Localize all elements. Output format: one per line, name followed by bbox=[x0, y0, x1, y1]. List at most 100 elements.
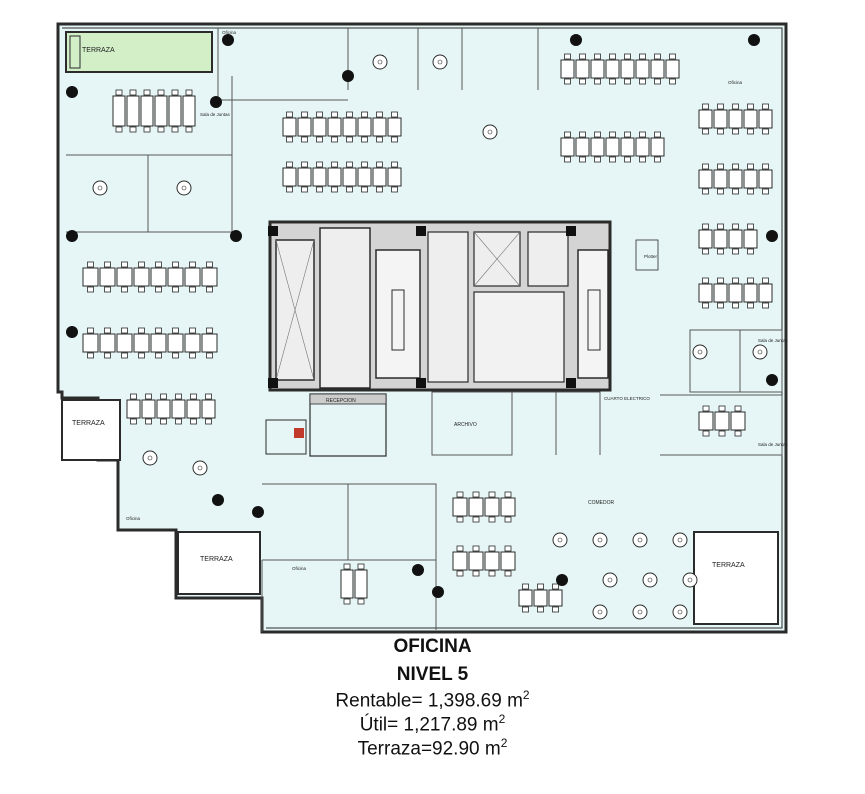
office-label: Oficina bbox=[126, 516, 141, 521]
desk bbox=[650, 53, 665, 85]
column bbox=[66, 86, 78, 98]
desk bbox=[116, 327, 133, 359]
terrace-bottom-right: TERRAZA bbox=[693, 531, 779, 625]
table bbox=[372, 54, 388, 70]
column bbox=[412, 564, 424, 576]
table bbox=[142, 450, 158, 466]
desk bbox=[357, 111, 372, 143]
column bbox=[230, 230, 242, 242]
table bbox=[692, 344, 708, 360]
desk bbox=[575, 131, 590, 163]
desk bbox=[387, 161, 402, 193]
desk bbox=[713, 163, 728, 195]
terrace-label: TERRAZA bbox=[82, 47, 115, 54]
desk bbox=[126, 89, 140, 133]
structural-columns bbox=[66, 34, 778, 598]
desk bbox=[728, 163, 743, 195]
archive-label: ARCHIVO bbox=[454, 422, 477, 428]
terrace-label: TERRAZA bbox=[72, 420, 105, 427]
desk bbox=[698, 405, 714, 437]
office-label: Oficina bbox=[222, 30, 237, 35]
desk bbox=[698, 163, 713, 195]
desk bbox=[171, 393, 186, 425]
desk bbox=[327, 161, 342, 193]
desk bbox=[758, 277, 773, 309]
desk bbox=[575, 53, 590, 85]
desk bbox=[156, 393, 171, 425]
desk bbox=[354, 563, 368, 605]
desk bbox=[758, 163, 773, 195]
table bbox=[642, 572, 658, 588]
desk bbox=[713, 277, 728, 309]
desk bbox=[605, 131, 620, 163]
desk bbox=[112, 89, 126, 133]
desk bbox=[468, 491, 484, 523]
meeting-room-label: Sala de Juntas bbox=[758, 442, 789, 447]
desk bbox=[620, 53, 635, 85]
desk bbox=[605, 53, 620, 85]
column bbox=[222, 34, 234, 46]
workstation-desks bbox=[82, 53, 773, 613]
desk bbox=[665, 53, 680, 85]
desk bbox=[452, 545, 468, 577]
desk bbox=[140, 89, 154, 133]
table bbox=[632, 532, 648, 548]
desk bbox=[484, 545, 500, 577]
column bbox=[66, 326, 78, 338]
desk bbox=[650, 131, 665, 163]
desk bbox=[743, 223, 758, 255]
column bbox=[556, 574, 568, 586]
desk bbox=[342, 111, 357, 143]
column bbox=[342, 70, 354, 82]
column bbox=[570, 34, 582, 46]
terrace-bottom-left: TERRAZA bbox=[177, 531, 261, 595]
terrace-label: TERRAZA bbox=[712, 562, 745, 569]
plan-title: OFICINA bbox=[393, 636, 472, 657]
desk bbox=[201, 261, 218, 293]
desk bbox=[743, 103, 758, 135]
table bbox=[552, 532, 568, 548]
desk bbox=[728, 277, 743, 309]
desk bbox=[698, 103, 713, 135]
column bbox=[432, 586, 444, 598]
table bbox=[432, 54, 448, 70]
desk bbox=[728, 223, 743, 255]
rentable-area: Rentable= 1,398.69 m2 bbox=[335, 688, 530, 712]
partitions bbox=[66, 28, 783, 632]
terrace-top-left: TERRAZA bbox=[65, 31, 213, 73]
desk bbox=[560, 131, 575, 163]
desk bbox=[282, 111, 297, 143]
table bbox=[682, 572, 698, 588]
desk bbox=[126, 393, 141, 425]
desk bbox=[186, 393, 201, 425]
meeting-room-label: Sala de Juntas bbox=[200, 112, 231, 117]
desk bbox=[133, 261, 150, 293]
desk bbox=[201, 327, 218, 359]
table bbox=[482, 124, 498, 140]
table bbox=[192, 460, 208, 476]
desk bbox=[297, 161, 312, 193]
table bbox=[672, 604, 688, 620]
desk bbox=[182, 89, 196, 133]
desk bbox=[518, 583, 533, 613]
desk bbox=[484, 491, 500, 523]
desk bbox=[590, 131, 605, 163]
desk bbox=[99, 327, 116, 359]
desk bbox=[387, 111, 402, 143]
desk bbox=[500, 491, 516, 523]
desk bbox=[728, 103, 743, 135]
desk bbox=[167, 261, 184, 293]
desk bbox=[282, 161, 297, 193]
desk bbox=[312, 161, 327, 193]
plotter-label: Plotter bbox=[644, 254, 658, 259]
desk bbox=[533, 583, 548, 613]
desk bbox=[82, 261, 99, 293]
column bbox=[252, 506, 264, 518]
desk bbox=[560, 53, 575, 85]
column bbox=[212, 494, 224, 506]
desk bbox=[184, 261, 201, 293]
column bbox=[66, 230, 78, 242]
terrace-area: Terraza=92.90 m2 bbox=[357, 736, 508, 760]
desk bbox=[620, 131, 635, 163]
desk bbox=[297, 111, 312, 143]
